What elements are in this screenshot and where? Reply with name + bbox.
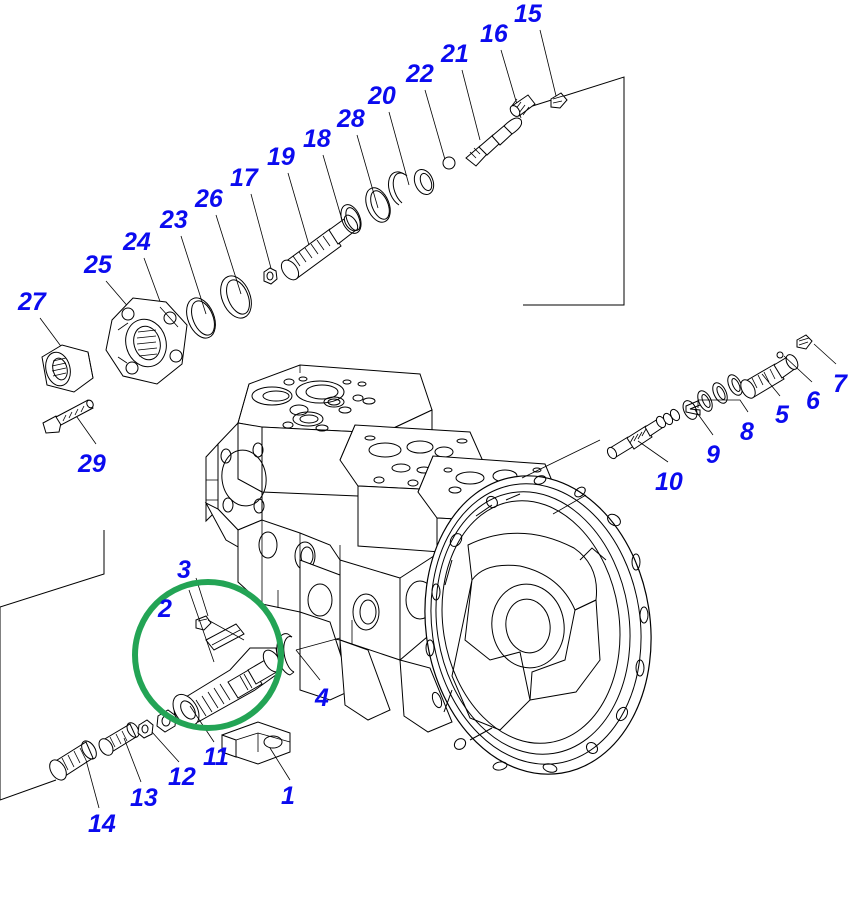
part-20-washer <box>413 168 435 196</box>
callout-15: 15 <box>514 0 542 28</box>
part-16-threaded-plug <box>509 94 536 117</box>
part-23-backup-ring <box>220 275 252 319</box>
callout-20: 20 <box>368 82 396 110</box>
callout-14: 14 <box>88 810 116 838</box>
callout-3: 3 <box>177 556 191 584</box>
part-17-spring-sleeve <box>280 214 359 281</box>
pump-body <box>204 364 652 775</box>
part-1-bracket <box>221 721 291 765</box>
callout-2: 2 <box>158 595 172 623</box>
part-28-snap-ring <box>388 171 408 206</box>
detail-frame-top-right <box>522 76 625 306</box>
callout-9: 9 <box>706 441 720 469</box>
callout-7: 7 <box>833 370 847 398</box>
callout-29: 29 <box>78 450 106 478</box>
part-10-valve-spool <box>606 408 681 460</box>
callout-8: 8 <box>740 418 754 446</box>
callout-1: 1 <box>281 782 295 810</box>
callout-13: 13 <box>130 784 158 812</box>
part-12-nut <box>137 719 154 739</box>
callout-23: 23 <box>160 206 188 234</box>
part-29-bolt <box>42 399 94 434</box>
callout-26: 26 <box>195 185 223 213</box>
part-4-snap-ring <box>276 633 295 676</box>
part-18-ring <box>365 187 391 223</box>
callout-21: 21 <box>441 40 469 68</box>
part-6-pin <box>776 351 784 359</box>
part-8-orings <box>682 374 743 420</box>
callout-27: 27 <box>18 288 46 316</box>
right-valve-assembly <box>606 334 837 463</box>
upper-valve-assembly <box>39 29 568 445</box>
callout-24: 24 <box>123 228 151 256</box>
callout-4: 4 <box>315 684 329 712</box>
callout-22: 22 <box>406 60 434 88</box>
part-15-set-screw <box>550 92 568 109</box>
part-14-spring <box>49 740 97 781</box>
callout-12: 12 <box>168 763 196 791</box>
callout-5: 5 <box>775 401 789 429</box>
part-3-set-screw <box>195 615 212 631</box>
part-13-spring <box>98 722 140 756</box>
part-21-poppet <box>465 117 523 167</box>
callout-25: 25 <box>84 251 112 279</box>
right-leader-lines <box>637 343 837 463</box>
highlight-circle <box>132 579 284 731</box>
part-27-nut <box>41 344 94 393</box>
callout-18: 18 <box>303 125 331 153</box>
callout-11: 11 <box>203 743 229 771</box>
callout-28: 28 <box>337 105 365 133</box>
callout-19: 19 <box>267 143 295 171</box>
part-5-threaded-sleeve <box>740 354 799 399</box>
callout-16: 16 <box>480 20 508 48</box>
callout-6: 6 <box>806 387 820 415</box>
part-22-ball <box>442 156 456 170</box>
part-26-washer <box>263 267 278 285</box>
part-7-screw <box>796 334 813 350</box>
callout-17: 17 <box>230 164 258 192</box>
part-25-flange <box>105 297 188 385</box>
callout-10: 10 <box>655 468 683 496</box>
detail-frame-bottom-left <box>0 530 105 801</box>
part-2-valve-body <box>172 623 282 727</box>
part-24-oring <box>186 297 216 339</box>
part-19-ring <box>340 204 362 234</box>
bell-housing <box>424 475 652 775</box>
lower-valve-assembly <box>49 577 341 809</box>
